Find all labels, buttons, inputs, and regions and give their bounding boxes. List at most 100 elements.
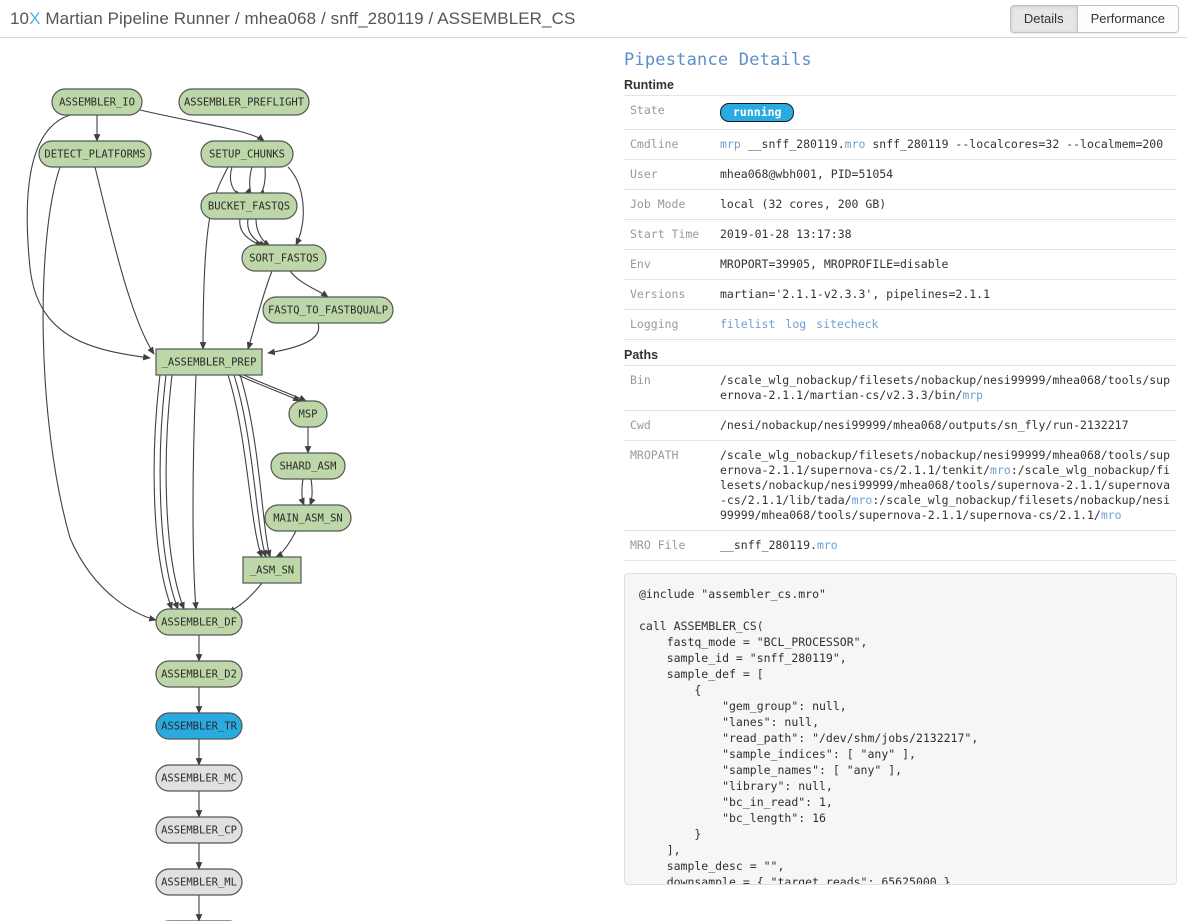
table-row: Versions martian='2.1.1-v2.3.3', pipeline… — [624, 279, 1177, 310]
graph-node-assembler_tr[interactable]: ASSEMBLER_TR — [155, 712, 243, 740]
path-highlight: mro — [851, 493, 873, 507]
graph-node-bucket_fastqs[interactable]: BUCKET_FASTQS — [200, 192, 298, 220]
node-shape[interactable] — [51, 88, 143, 116]
pipeline-graph-pane[interactable]: ASSEMBLER_IO ASSEMBLER_PREFLIGHT DETECT_PL… — [0, 38, 612, 921]
graph-edge — [287, 166, 304, 246]
graph-node-assembler_preflight[interactable]: ASSEMBLER_PREFLIGHT — [178, 88, 310, 116]
node-shape[interactable] — [155, 660, 243, 688]
path-highlight: mro — [1100, 508, 1122, 522]
graph-node-assembler_ml[interactable]: ASSEMBLER_ML — [155, 868, 243, 896]
graph-edge — [227, 582, 263, 613]
graph-edge — [289, 270, 329, 298]
graph-edge — [275, 530, 297, 558]
path-value: /scale_wlg_nobackup/filesets/nobackup/ne… — [720, 448, 1171, 522]
node-shape[interactable] — [155, 608, 243, 636]
table-row: Start Time 2019-01-28 13:17:38 — [624, 219, 1177, 250]
runtime-value: local (32 cores, 200 GB) — [720, 197, 887, 211]
graph-edge — [298, 478, 305, 506]
graph-node-assembler_prep[interactable]: _ASSEMBLER_PREP — [155, 348, 263, 376]
runtime-value: martian='2.1.1-v2.3.3', pipelines=2.1.1 — [720, 287, 991, 301]
node-shape[interactable] — [200, 140, 294, 168]
breadcrumb-path: Martian Pipeline Runner / mhea068 / snff… — [40, 9, 576, 28]
breadcrumb: 10X Martian Pipeline Runner / mhea068 / … — [10, 9, 575, 29]
node-shape[interactable] — [270, 452, 346, 480]
brand-prefix: 10 — [10, 9, 30, 28]
node-shape[interactable] — [155, 712, 243, 740]
runtime-value: MROPORT=39905, MROPROFILE=disable — [720, 257, 949, 271]
graph-edge — [233, 374, 267, 558]
graph-edge — [309, 478, 316, 506]
graph-node-assembler_cp[interactable]: ASSEMBLER_CP — [155, 816, 243, 844]
graph-edge — [153, 374, 173, 610]
runtime-key: State — [630, 103, 665, 117]
graph-node-fastq_to_fastbqualp[interactable]: FASTQ_TO_FASTBQUALP — [262, 296, 394, 324]
paths-table: Bin/scale_wlg_nobackup/filesets/nobackup… — [624, 365, 1177, 561]
runtime-value: mhea068@wbh001, PID=51054 — [720, 167, 894, 181]
graph-edge — [246, 270, 273, 350]
node-shape[interactable] — [178, 88, 310, 116]
node-shape[interactable] — [155, 816, 243, 844]
graph-edge — [199, 166, 229, 350]
status-badge: running — [720, 103, 795, 122]
graph-nodes[interactable]: ASSEMBLER_IO ASSEMBLER_PREFLIGHT DETECT_PL… — [38, 88, 394, 921]
brand-accent: X — [29, 9, 41, 28]
section-heading-runtime: Runtime — [624, 78, 674, 92]
graph-edge — [237, 374, 301, 402]
runtime-value: 2019-01-28 13:17:38 — [720, 227, 852, 241]
node-shape[interactable] — [288, 400, 328, 428]
tab-details[interactable]: Details — [1010, 6, 1077, 32]
runtime-value: running — [714, 96, 1177, 130]
graph-node-sort_fastqs[interactable]: SORT_FASTQS — [241, 244, 327, 272]
node-shape[interactable] — [264, 504, 352, 532]
graph-node-shard_asm[interactable]: SHARD_ASM — [270, 452, 346, 480]
path-value: /nesi/nobackup/nesi99999/mhea068/outputs… — [720, 418, 1129, 432]
graph-edge — [165, 374, 185, 610]
graph-node-asm_sn[interactable]: _ASM_SN — [242, 556, 302, 584]
graph-node-assembler_io[interactable]: ASSEMBLER_IO — [51, 88, 143, 116]
graph-node-main_asm_sn[interactable]: MAIN_ASM_SN — [264, 504, 352, 532]
node-shape[interactable] — [155, 764, 243, 792]
path-key: MRO File — [630, 538, 686, 552]
path-value: __snff_280119.mro — [720, 538, 838, 552]
runtime-key: Job Mode — [630, 197, 686, 211]
graph-edge — [159, 374, 179, 610]
graph-edge — [244, 166, 253, 196]
graph-edges — [26, 109, 329, 921]
graph-edge — [257, 166, 266, 196]
pipeline-graph[interactable]: ASSEMBLER_IO ASSEMBLER_PREFLIGHT DETECT_PL… — [0, 38, 612, 921]
graph-node-setup_chunks[interactable]: SETUP_CHUNKS — [200, 140, 294, 168]
graph-edge — [227, 374, 263, 558]
path-highlight: mro — [844, 137, 866, 151]
graph-node-msp[interactable]: MSP — [288, 400, 328, 428]
tab-performance[interactable]: Performance — [1076, 6, 1178, 32]
path-value: /scale_wlg_nobackup/filesets/nobackup/ne… — [720, 373, 1171, 402]
node-shape[interactable] — [241, 244, 327, 272]
graph-node-assembler_df[interactable]: ASSEMBLER_DF — [155, 608, 243, 636]
graph-node-assembler_d2[interactable]: ASSEMBLER_D2 — [155, 660, 243, 688]
table-row: MRO File __snff_280119.mro — [624, 530, 1177, 561]
runtime-key: Versions — [630, 287, 686, 301]
node-shape[interactable] — [200, 192, 298, 220]
logging-link-sitecheck[interactable]: sitecheck — [816, 317, 879, 331]
graph-node-detect_platforms[interactable]: DETECT_PLATFORMS — [38, 140, 152, 168]
node-shape[interactable] — [242, 556, 302, 584]
path-key: MROPATH — [630, 448, 679, 462]
graph-edge — [94, 166, 155, 355]
node-shape[interactable] — [262, 296, 394, 324]
graph-edge — [243, 374, 307, 402]
graph-node-assembler_mc[interactable]: ASSEMBLER_MC — [155, 764, 243, 792]
path-highlight: mrp — [962, 388, 984, 402]
node-shape[interactable] — [155, 348, 263, 376]
logging-link-filelist[interactable]: filelist — [720, 317, 776, 331]
main-content: ASSEMBLER_IO ASSEMBLER_PREFLIGHT DETECT_PL… — [0, 38, 1187, 921]
table-row: State running — [624, 95, 1177, 130]
runtime-key: Start Time — [630, 227, 700, 241]
section-heading-paths: Paths — [624, 348, 659, 362]
logging-link-log[interactable]: log — [785, 317, 807, 331]
node-shape[interactable] — [155, 868, 243, 896]
path-key: Cwd — [630, 418, 651, 432]
node-shape[interactable] — [38, 140, 152, 168]
